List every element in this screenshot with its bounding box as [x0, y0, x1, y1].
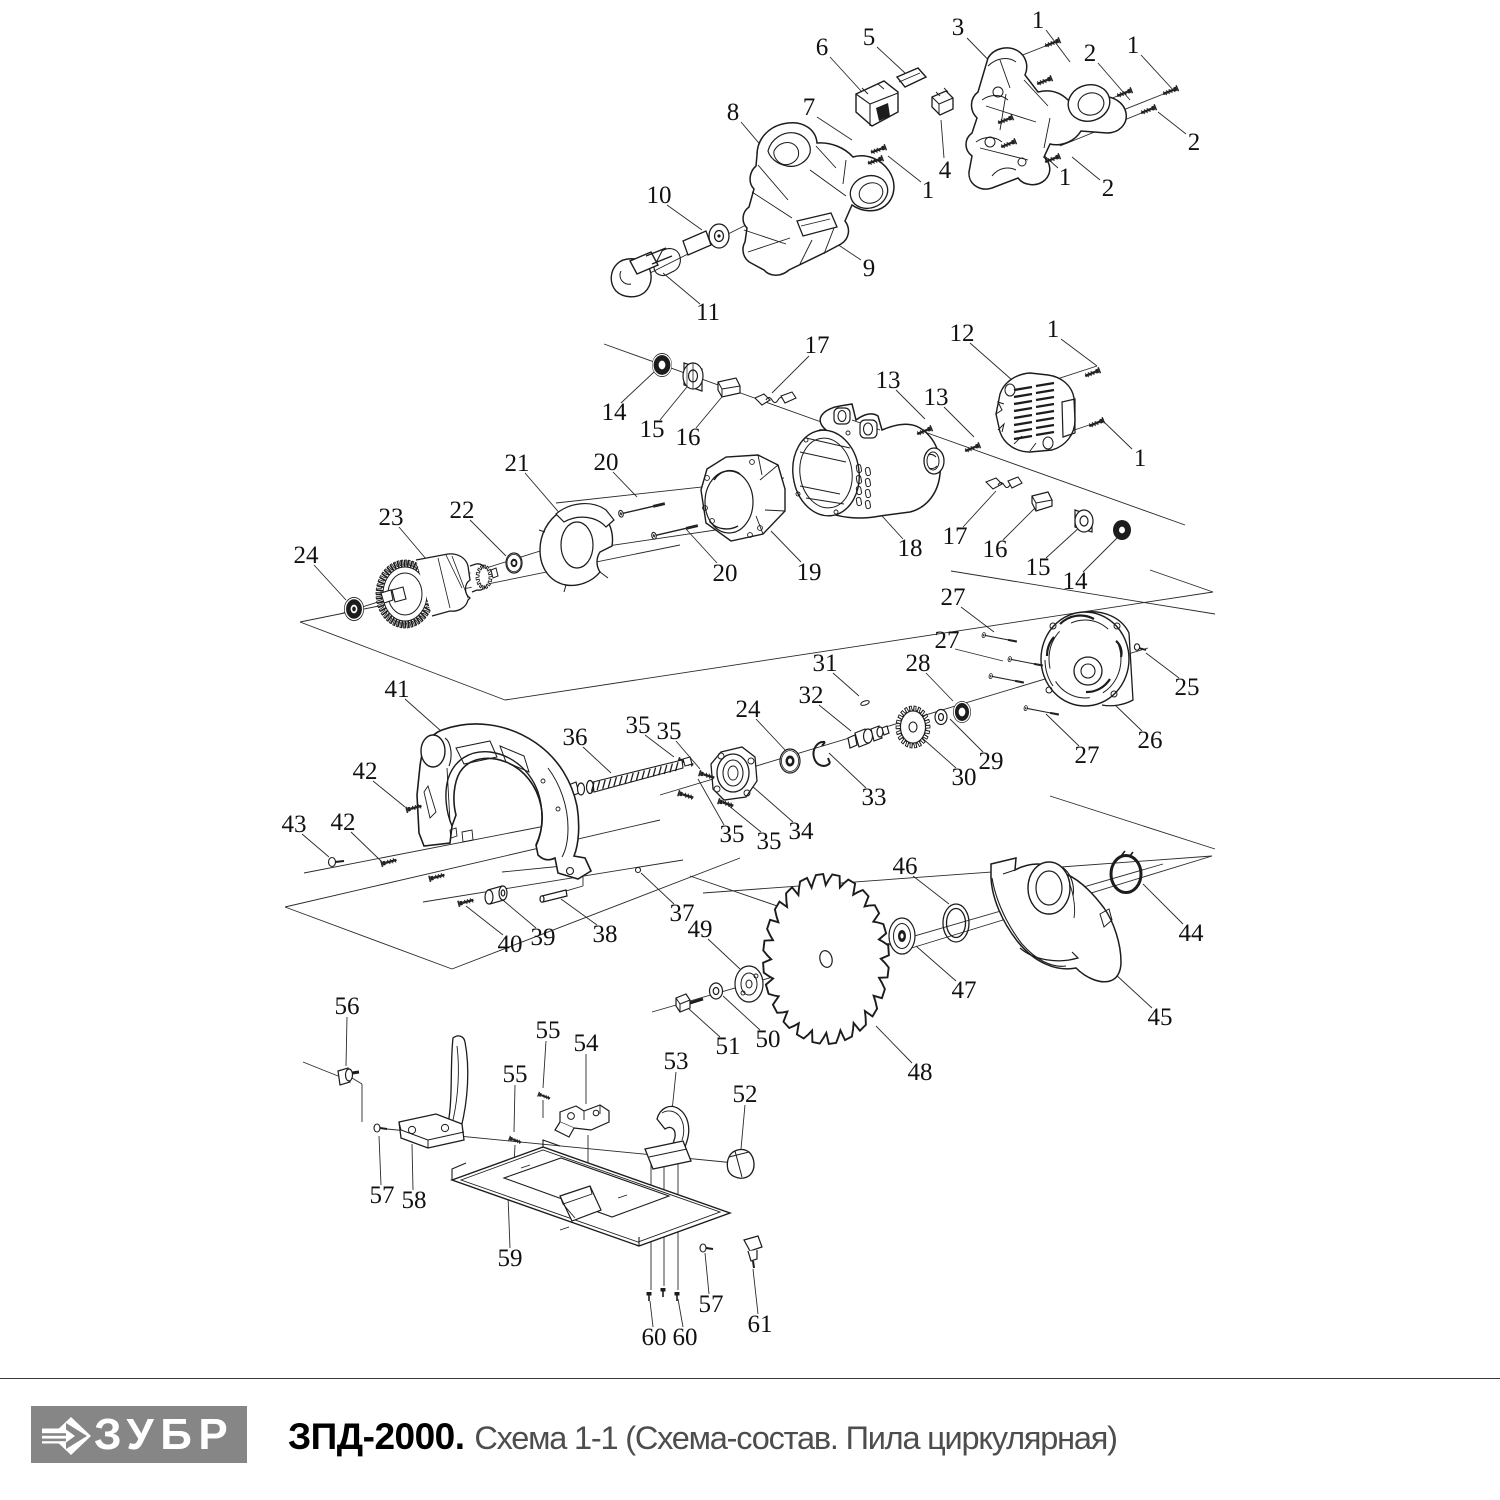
svg-text:33: 33 — [862, 784, 887, 811]
svg-text:28: 28 — [906, 650, 931, 677]
svg-text:11: 11 — [696, 299, 720, 326]
svg-text:41: 41 — [385, 676, 410, 703]
svg-text:52: 52 — [733, 1081, 758, 1108]
svg-text:1: 1 — [1127, 32, 1140, 59]
svg-text:54: 54 — [574, 1030, 600, 1057]
svg-text:14: 14 — [1063, 568, 1089, 595]
svg-text:1: 1 — [1032, 7, 1045, 34]
svg-text:35: 35 — [720, 821, 745, 848]
svg-text:57: 57 — [370, 1182, 395, 1209]
svg-text:2: 2 — [1102, 175, 1115, 202]
svg-text:56: 56 — [335, 993, 360, 1020]
svg-text:60: 60 — [673, 1324, 698, 1351]
svg-text:32: 32 — [799, 682, 824, 709]
svg-text:16: 16 — [676, 424, 701, 451]
svg-text:49: 49 — [688, 916, 713, 943]
svg-text:1: 1 — [922, 177, 935, 204]
svg-text:15: 15 — [640, 416, 665, 443]
svg-text:3: 3 — [952, 14, 965, 41]
svg-text:44: 44 — [1179, 920, 1205, 947]
svg-text:22: 22 — [450, 497, 475, 524]
svg-text:13: 13 — [924, 384, 949, 411]
svg-text:27: 27 — [941, 584, 966, 611]
svg-text:10: 10 — [647, 182, 672, 209]
svg-text:46: 46 — [893, 853, 918, 880]
svg-text:50: 50 — [756, 1026, 781, 1053]
svg-text:5: 5 — [863, 24, 876, 51]
svg-text:42: 42 — [353, 758, 378, 785]
svg-text:53: 53 — [664, 1048, 689, 1075]
svg-text:37: 37 — [670, 900, 695, 927]
svg-text:9: 9 — [863, 255, 876, 282]
svg-text:17: 17 — [943, 523, 968, 550]
svg-text:59: 59 — [498, 1245, 523, 1272]
svg-text:19: 19 — [797, 559, 822, 586]
svg-text:20: 20 — [713, 560, 738, 587]
svg-text:23: 23 — [379, 504, 404, 531]
svg-text:1: 1 — [1134, 445, 1147, 472]
svg-text:7: 7 — [803, 94, 816, 121]
svg-text:6: 6 — [816, 34, 829, 61]
svg-text:57: 57 — [699, 1291, 724, 1318]
svg-text:61: 61 — [748, 1311, 773, 1338]
svg-text:47: 47 — [952, 977, 977, 1004]
svg-text:48: 48 — [908, 1059, 933, 1086]
svg-text:35: 35 — [657, 718, 682, 745]
svg-text:58: 58 — [402, 1187, 427, 1214]
svg-text:29: 29 — [979, 748, 1004, 775]
svg-text:26: 26 — [1138, 727, 1163, 754]
svg-text:36: 36 — [563, 724, 588, 751]
svg-text:39: 39 — [531, 924, 556, 951]
svg-text:43: 43 — [282, 811, 307, 838]
svg-text:42: 42 — [331, 809, 356, 836]
svg-text:38: 38 — [593, 921, 618, 948]
svg-text:30: 30 — [952, 764, 977, 791]
svg-text:1: 1 — [1059, 164, 1072, 191]
svg-text:20: 20 — [594, 449, 619, 476]
svg-text:35: 35 — [626, 712, 651, 739]
svg-text:24: 24 — [294, 542, 320, 569]
svg-text:31: 31 — [813, 650, 838, 677]
svg-text:8: 8 — [727, 99, 740, 126]
svg-text:13: 13 — [876, 367, 901, 394]
svg-text:24: 24 — [736, 696, 762, 723]
svg-text:2: 2 — [1084, 40, 1097, 67]
svg-text:51: 51 — [716, 1033, 741, 1060]
svg-text:14: 14 — [602, 399, 628, 426]
svg-text:16: 16 — [983, 536, 1008, 563]
svg-text:18: 18 — [898, 535, 923, 562]
svg-text:17: 17 — [805, 332, 830, 359]
svg-text:45: 45 — [1148, 1004, 1173, 1031]
svg-text:12: 12 — [950, 320, 975, 347]
svg-text:2: 2 — [1188, 129, 1201, 156]
svg-text:34: 34 — [789, 818, 815, 845]
svg-text:15: 15 — [1026, 554, 1051, 581]
svg-text:1: 1 — [1047, 316, 1060, 343]
svg-text:55: 55 — [503, 1061, 528, 1088]
svg-text:55: 55 — [536, 1017, 561, 1044]
svg-text:40: 40 — [498, 931, 523, 958]
svg-text:4: 4 — [939, 157, 952, 184]
svg-text:60: 60 — [642, 1324, 667, 1351]
svg-text:27: 27 — [935, 627, 960, 654]
svg-text:27: 27 — [1075, 742, 1100, 769]
svg-text:35: 35 — [757, 828, 782, 855]
svg-text:21: 21 — [505, 450, 530, 477]
svg-text:25: 25 — [1175, 674, 1200, 701]
